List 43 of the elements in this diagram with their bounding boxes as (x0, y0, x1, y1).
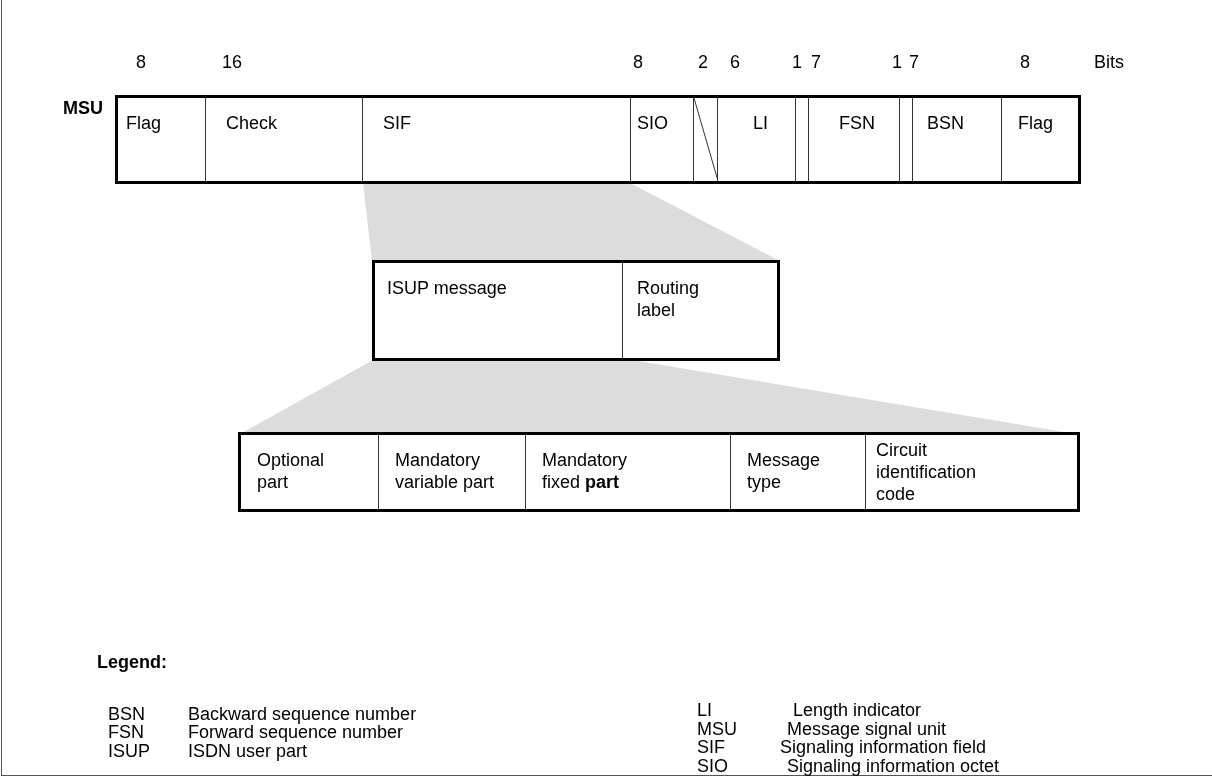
empty-field-cell (693, 98, 717, 181)
bit-count: 2 (698, 52, 708, 72)
field-cell: Mandatory fixed part (525, 435, 730, 509)
bit-count: 8 (633, 52, 643, 72)
abbreviation: SIF (697, 737, 725, 757)
row-label: MSU (63, 98, 103, 118)
field-cell: Optional part (241, 435, 378, 509)
abbreviation: FSN (108, 722, 144, 742)
abbreviation: BSN (108, 704, 145, 724)
legend-heading: Legend: (97, 652, 167, 672)
abbreviation: MSU (697, 719, 737, 739)
field-cell: SIO (630, 98, 693, 181)
abbreviation-definition: Length indicator (793, 700, 922, 720)
field-cell: Circuit identification code (865, 435, 1077, 509)
abbreviation: LI (697, 700, 712, 720)
abbreviation-definition: Backward sequence number (188, 704, 417, 724)
field-cell: Routing label (622, 263, 777, 358)
field-cell: Flag (118, 98, 205, 181)
bit-count: 1 (892, 52, 902, 72)
bit-count: 16 (222, 52, 243, 72)
abbreviation: ISUP (108, 741, 150, 761)
abbreviation-definition: Signaling information octet (787, 756, 1000, 776)
field-cell: LI (717, 98, 795, 181)
bit-count: 7 (909, 52, 919, 72)
field-cell: SIF (362, 98, 630, 181)
unit-label: Bits (1094, 52, 1124, 72)
field-cell: Mandatory variable part (378, 435, 525, 509)
abbreviation-definition: Signaling information field (780, 737, 987, 757)
field-cell: Check (205, 98, 362, 181)
bit-count: 8 (1020, 52, 1030, 72)
field-cell: Message type (730, 435, 865, 509)
bit-count: 1 (792, 52, 802, 72)
bit-count: 7 (811, 52, 821, 72)
abbreviation-definition: Message signal unit (787, 719, 947, 739)
bit-count: 6 (730, 52, 740, 72)
field-cell: Flag (1001, 98, 1078, 181)
field-cell: FSN (808, 98, 899, 181)
bit-count: 8 (136, 52, 146, 72)
field-cell: ISUP message (375, 263, 622, 358)
abbreviation-definition: ISDN user part (188, 741, 308, 761)
abbreviation: SIO (697, 756, 728, 776)
field-cell: BSN (912, 98, 1001, 181)
expansion-wedge (363, 183, 780, 261)
